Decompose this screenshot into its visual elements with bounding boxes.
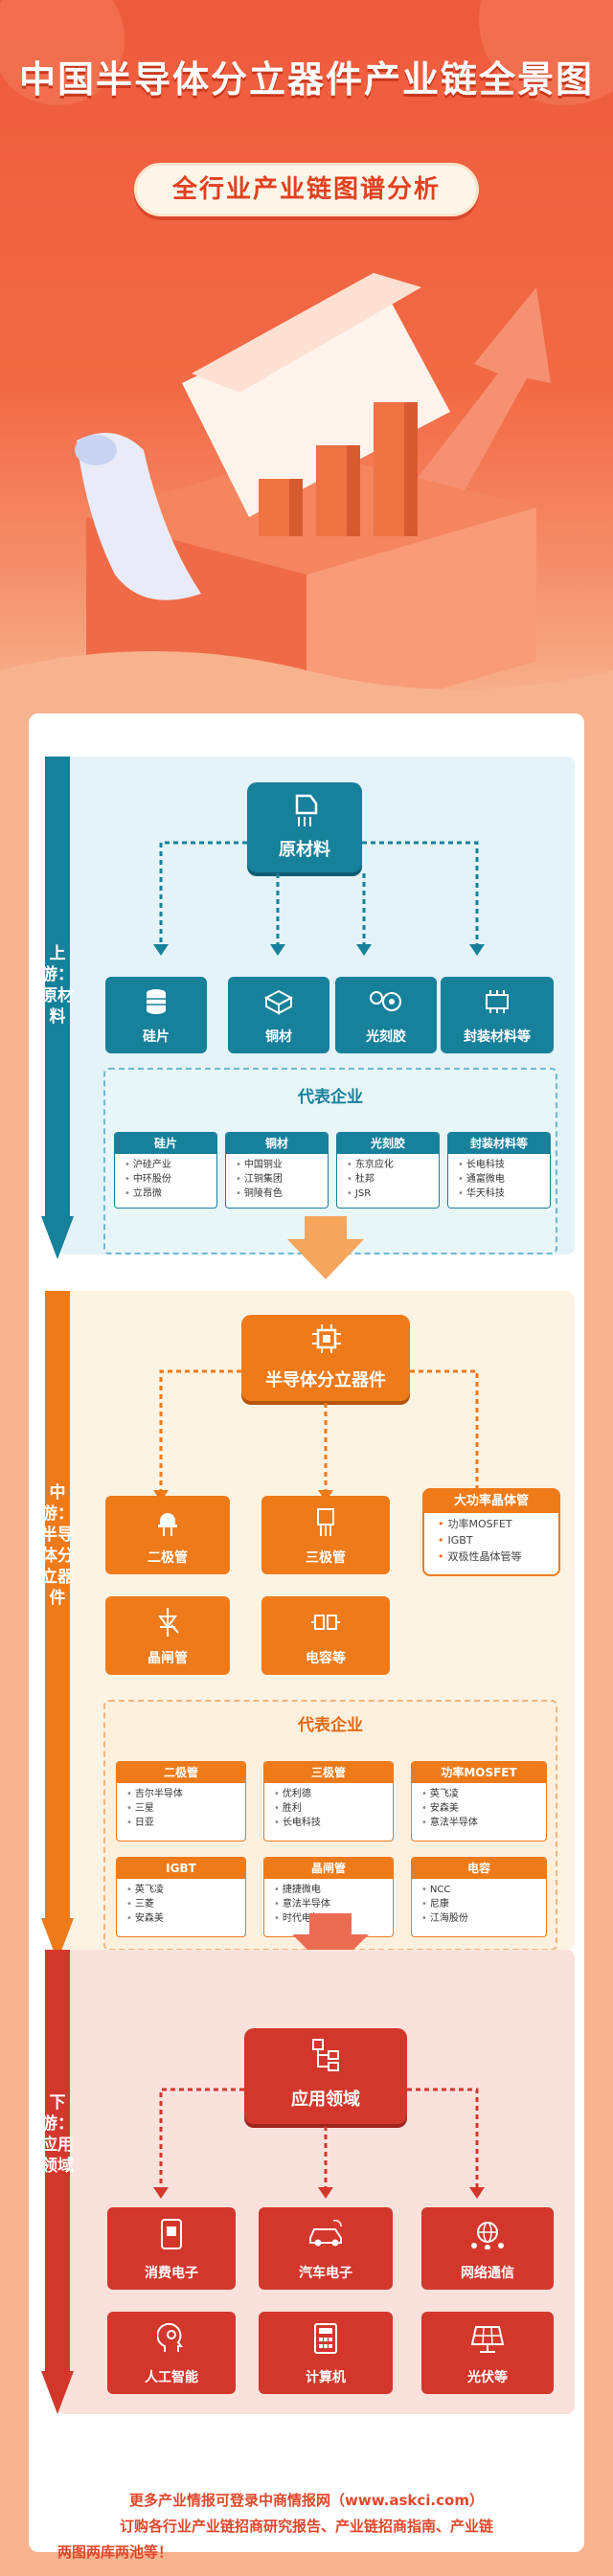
upstream-item-label: 封装材料等: [464, 1029, 531, 1045]
midstream-hub-label: 半导体分立器件: [265, 1370, 386, 1390]
midstream-arrow: [41, 1291, 74, 1961]
power-transistor-label: 大功率晶体管: [424, 1490, 558, 1513]
transistor-icon: [317, 1508, 334, 1536]
phone-icon: [161, 2219, 182, 2249]
photoresist-icon: [370, 991, 401, 1011]
hero-illustration: [0, 0, 613, 709]
flow-arrow-down: [287, 1216, 364, 1279]
footer-line: 两图两库两池等！: [57, 2543, 173, 2561]
calculator-icon: [314, 2323, 337, 2354]
midstream-hub: 半导体分立器件: [241, 1315, 410, 1401]
upstream-hub: 原材料: [247, 782, 362, 872]
upstream-item-label: 硅片: [143, 1029, 170, 1045]
upstream-item-package: 封装材料等: [441, 977, 554, 1053]
downstream-item-auto-electronics: 汽车电子: [259, 2207, 393, 2290]
upstream-company-box: 硅片 沪硅产业中环股份立昂微: [115, 1133, 216, 1208]
downstream-connectors: [153, 2088, 485, 2199]
copper-icon: [264, 989, 293, 1015]
midstream-connectors: [153, 1369, 485, 1502]
midstream-company-box: 电容 NCC尼康江海股份: [412, 1858, 546, 1936]
midstream-rep-title: 代表企业: [298, 1716, 363, 1735]
package-icon: [486, 990, 509, 1013]
downstream-item-label: 汽车电子: [299, 2266, 352, 2281]
downstream-item-label: 网络通信: [461, 2266, 514, 2281]
footer-line: 更多产业情报可登录中商情报网（www.askci.com）: [129, 2492, 484, 2509]
upstream-item-copper: 铜材: [228, 977, 329, 1053]
midstream-company-box: 功率MOSFET 英飞凌安森美意法半导体: [412, 1762, 546, 1841]
midstream-item-label: 电容等: [306, 1651, 346, 1666]
midstream-item-capacitor: 电容等: [261, 1596, 390, 1675]
upstream-company-box: 光刻胶 东京应化杜邦JSR: [337, 1133, 439, 1208]
downstream-item-consumer-electronics: 消费电子: [107, 2207, 236, 2290]
downstream-item-label: 计算机: [306, 2370, 346, 2385]
downstream-item-network: 网络通信: [421, 2207, 554, 2290]
upstream-label: 上游：原材料: [41, 944, 74, 1027]
ai-head-icon: [157, 2323, 183, 2352]
upstream-arrow: [41, 757, 74, 1259]
upstream-item-label: 光刻胶: [366, 1029, 406, 1045]
downstream-item-computer: 计算机: [259, 2312, 393, 2394]
upstream-company-box: 封装材料等 长电科技通富微电华天科技: [448, 1133, 550, 1208]
diode-icon: [158, 1513, 177, 1536]
upstream-rep-title: 代表企业: [298, 1088, 363, 1107]
page-subtitle: 全行业产业链图谱分析: [134, 163, 479, 216]
upstream-item-wafer: 硅片: [105, 977, 207, 1053]
upstream-company-box: 铜材 中国铜业江铜集团铜陵有色: [226, 1133, 328, 1208]
downstream-item-label: 光伏等: [467, 2370, 508, 2385]
midstream-label: 中游：半导体分立器件: [41, 1483, 74, 1608]
midstream-item-label: 二极管: [148, 1550, 188, 1566]
midstream-company-box: 二极管 吉尔半导体三星日亚: [117, 1762, 245, 1841]
car-icon: [309, 2219, 342, 2247]
midstream-item-label: 晶闸管: [148, 1651, 188, 1666]
network-icon: [471, 2222, 504, 2249]
solar-panel-icon: [470, 2326, 505, 2353]
upstream-item-photoresist: 光刻胶: [335, 977, 437, 1053]
downstream-label: 下游：应用领域: [41, 2093, 74, 2176]
downstream-hub-label: 应用领域: [291, 2090, 360, 2110]
midstream-company-box: IGBT 英飞凌三菱安森美: [117, 1858, 245, 1936]
midstream-item-power-transistor: 大功率晶体管 功率MOSFETIGBT双极性晶体管等: [424, 1490, 558, 1574]
downstream-hub: 应用领域: [244, 2028, 407, 2124]
application-icon: [312, 2039, 339, 2071]
midstream-item-transistor: 三极管: [261, 1496, 390, 1574]
upstream-connectors: [153, 841, 485, 956]
footer: 更多产业情报可登录中商情报网（www.askci.com） 订购各行业产业链招商…: [48, 2488, 565, 2565]
flow-arrow-down: [292, 1913, 369, 1973]
downstream-item-ai: 人工智能: [107, 2312, 236, 2394]
downstream-item-photovoltaic: 光伏等: [421, 2312, 554, 2394]
midstream-item-label: 三极管: [306, 1550, 346, 1566]
midstream-item-thyristor: 晶闸管: [105, 1596, 230, 1675]
page-title: 中国半导体分立器件产业链全景图: [18, 58, 594, 101]
upstream-hub-label: 原材料: [279, 840, 330, 860]
chip-icon: [312, 1324, 341, 1353]
upstream-item-label: 铜材: [265, 1029, 292, 1045]
downstream-item-label: 人工智能: [145, 2370, 198, 2385]
capacitor-icon: [311, 1615, 340, 1630]
downstream-arrow: [41, 1950, 74, 2414]
raw-material-icon: [295, 794, 318, 826]
midstream-item-diode: 二极管: [105, 1496, 230, 1574]
midstream-company-box: 三极管 优利德胜利长电科技: [264, 1762, 393, 1841]
wafer-icon: [147, 989, 166, 1014]
hero-banner: 中国半导体分立器件产业链全景图 全行业产业链图谱分析: [0, 0, 613, 709]
downstream-item-label: 消费电子: [145, 2266, 198, 2281]
footer-line: 订购各行业产业链招商研究报告、产业链招商指南、产业链: [119, 2518, 493, 2535]
thyristor-icon: [158, 1608, 179, 1637]
